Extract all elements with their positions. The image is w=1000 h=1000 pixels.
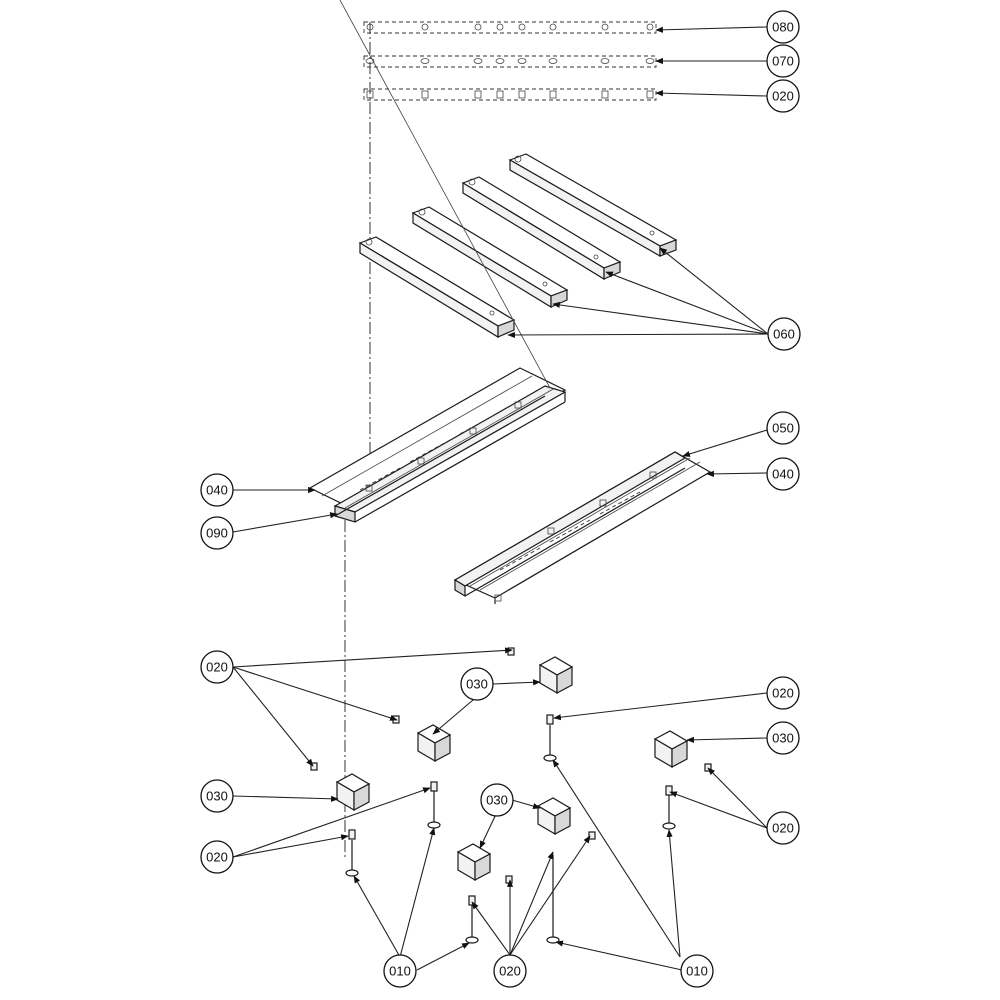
callout-label: 030 [206, 789, 228, 804]
callout-label: 020 [206, 660, 228, 675]
callout-020-left-lower: 020 [200, 840, 234, 874]
bracket-box-2 [416, 724, 452, 763]
bracket-box-3 [653, 730, 689, 769]
beam-3 [461, 176, 622, 281]
callout-030-center-upper: 030 [460, 667, 494, 701]
callout-030-left: 030 [200, 779, 234, 813]
callout-label: 020 [772, 89, 794, 104]
callout-030-center-lower: 030 [480, 783, 514, 817]
callout-010-left: 010 [383, 954, 417, 988]
bracket-box-4 [335, 773, 371, 812]
bracket-box-1 [538, 656, 574, 695]
callout-label: 020 [772, 821, 794, 836]
callout-040-left: 040 [200, 473, 234, 507]
callout-label: 090 [206, 526, 228, 541]
beam-2 [411, 206, 569, 309]
callout-label: 020 [499, 964, 521, 979]
beam-4 [508, 153, 678, 258]
bracket-boxes-030 [335, 656, 689, 882]
callout-label: 030 [772, 731, 794, 746]
callout-040-right: 040 [766, 457, 800, 491]
hardware-row-020 [363, 88, 657, 101]
callout-090: 090 [200, 516, 234, 550]
callout-label: 010 [389, 964, 411, 979]
callout-050: 050 [766, 411, 800, 445]
beam-group-060 [358, 153, 678, 339]
callout-070: 070 [766, 44, 800, 78]
callout-020-right-upper: 020 [766, 676, 800, 710]
left-channel-rail [308, 0, 567, 523]
bracket-box-6 [456, 843, 492, 882]
callout-030-right: 030 [766, 721, 800, 755]
callout-label: 020 [772, 686, 794, 701]
callout-label: 060 [773, 327, 795, 342]
callout-060: 060 [767, 317, 801, 351]
beam-1 [358, 236, 516, 339]
callout-label: 030 [466, 677, 488, 692]
callout-label: 030 [486, 793, 508, 808]
callout-label: 010 [686, 964, 708, 979]
callout-020-left-upper: 020 [200, 650, 234, 684]
callout-label: 070 [772, 54, 794, 69]
callout-020-right-lower: 020 [766, 811, 800, 845]
callout-label: 040 [206, 483, 228, 498]
callout-010-right: 010 [680, 954, 714, 988]
hardware-rows [363, 21, 657, 101]
callout-020-bottom: 020 [493, 954, 527, 988]
callout-label: 020 [206, 850, 228, 865]
leader-lines [232, 26, 769, 971]
callout-label: 040 [772, 467, 794, 482]
callout-020-top: 020 [766, 79, 800, 113]
callout-label: 050 [772, 421, 794, 436]
callout-label: 080 [772, 20, 794, 35]
right-channel-rail [453, 451, 712, 604]
hardware-row-080 [363, 21, 657, 34]
bracket-box-5 [536, 797, 572, 836]
callout-080: 080 [766, 10, 800, 44]
hardware-row-070 [363, 55, 657, 68]
